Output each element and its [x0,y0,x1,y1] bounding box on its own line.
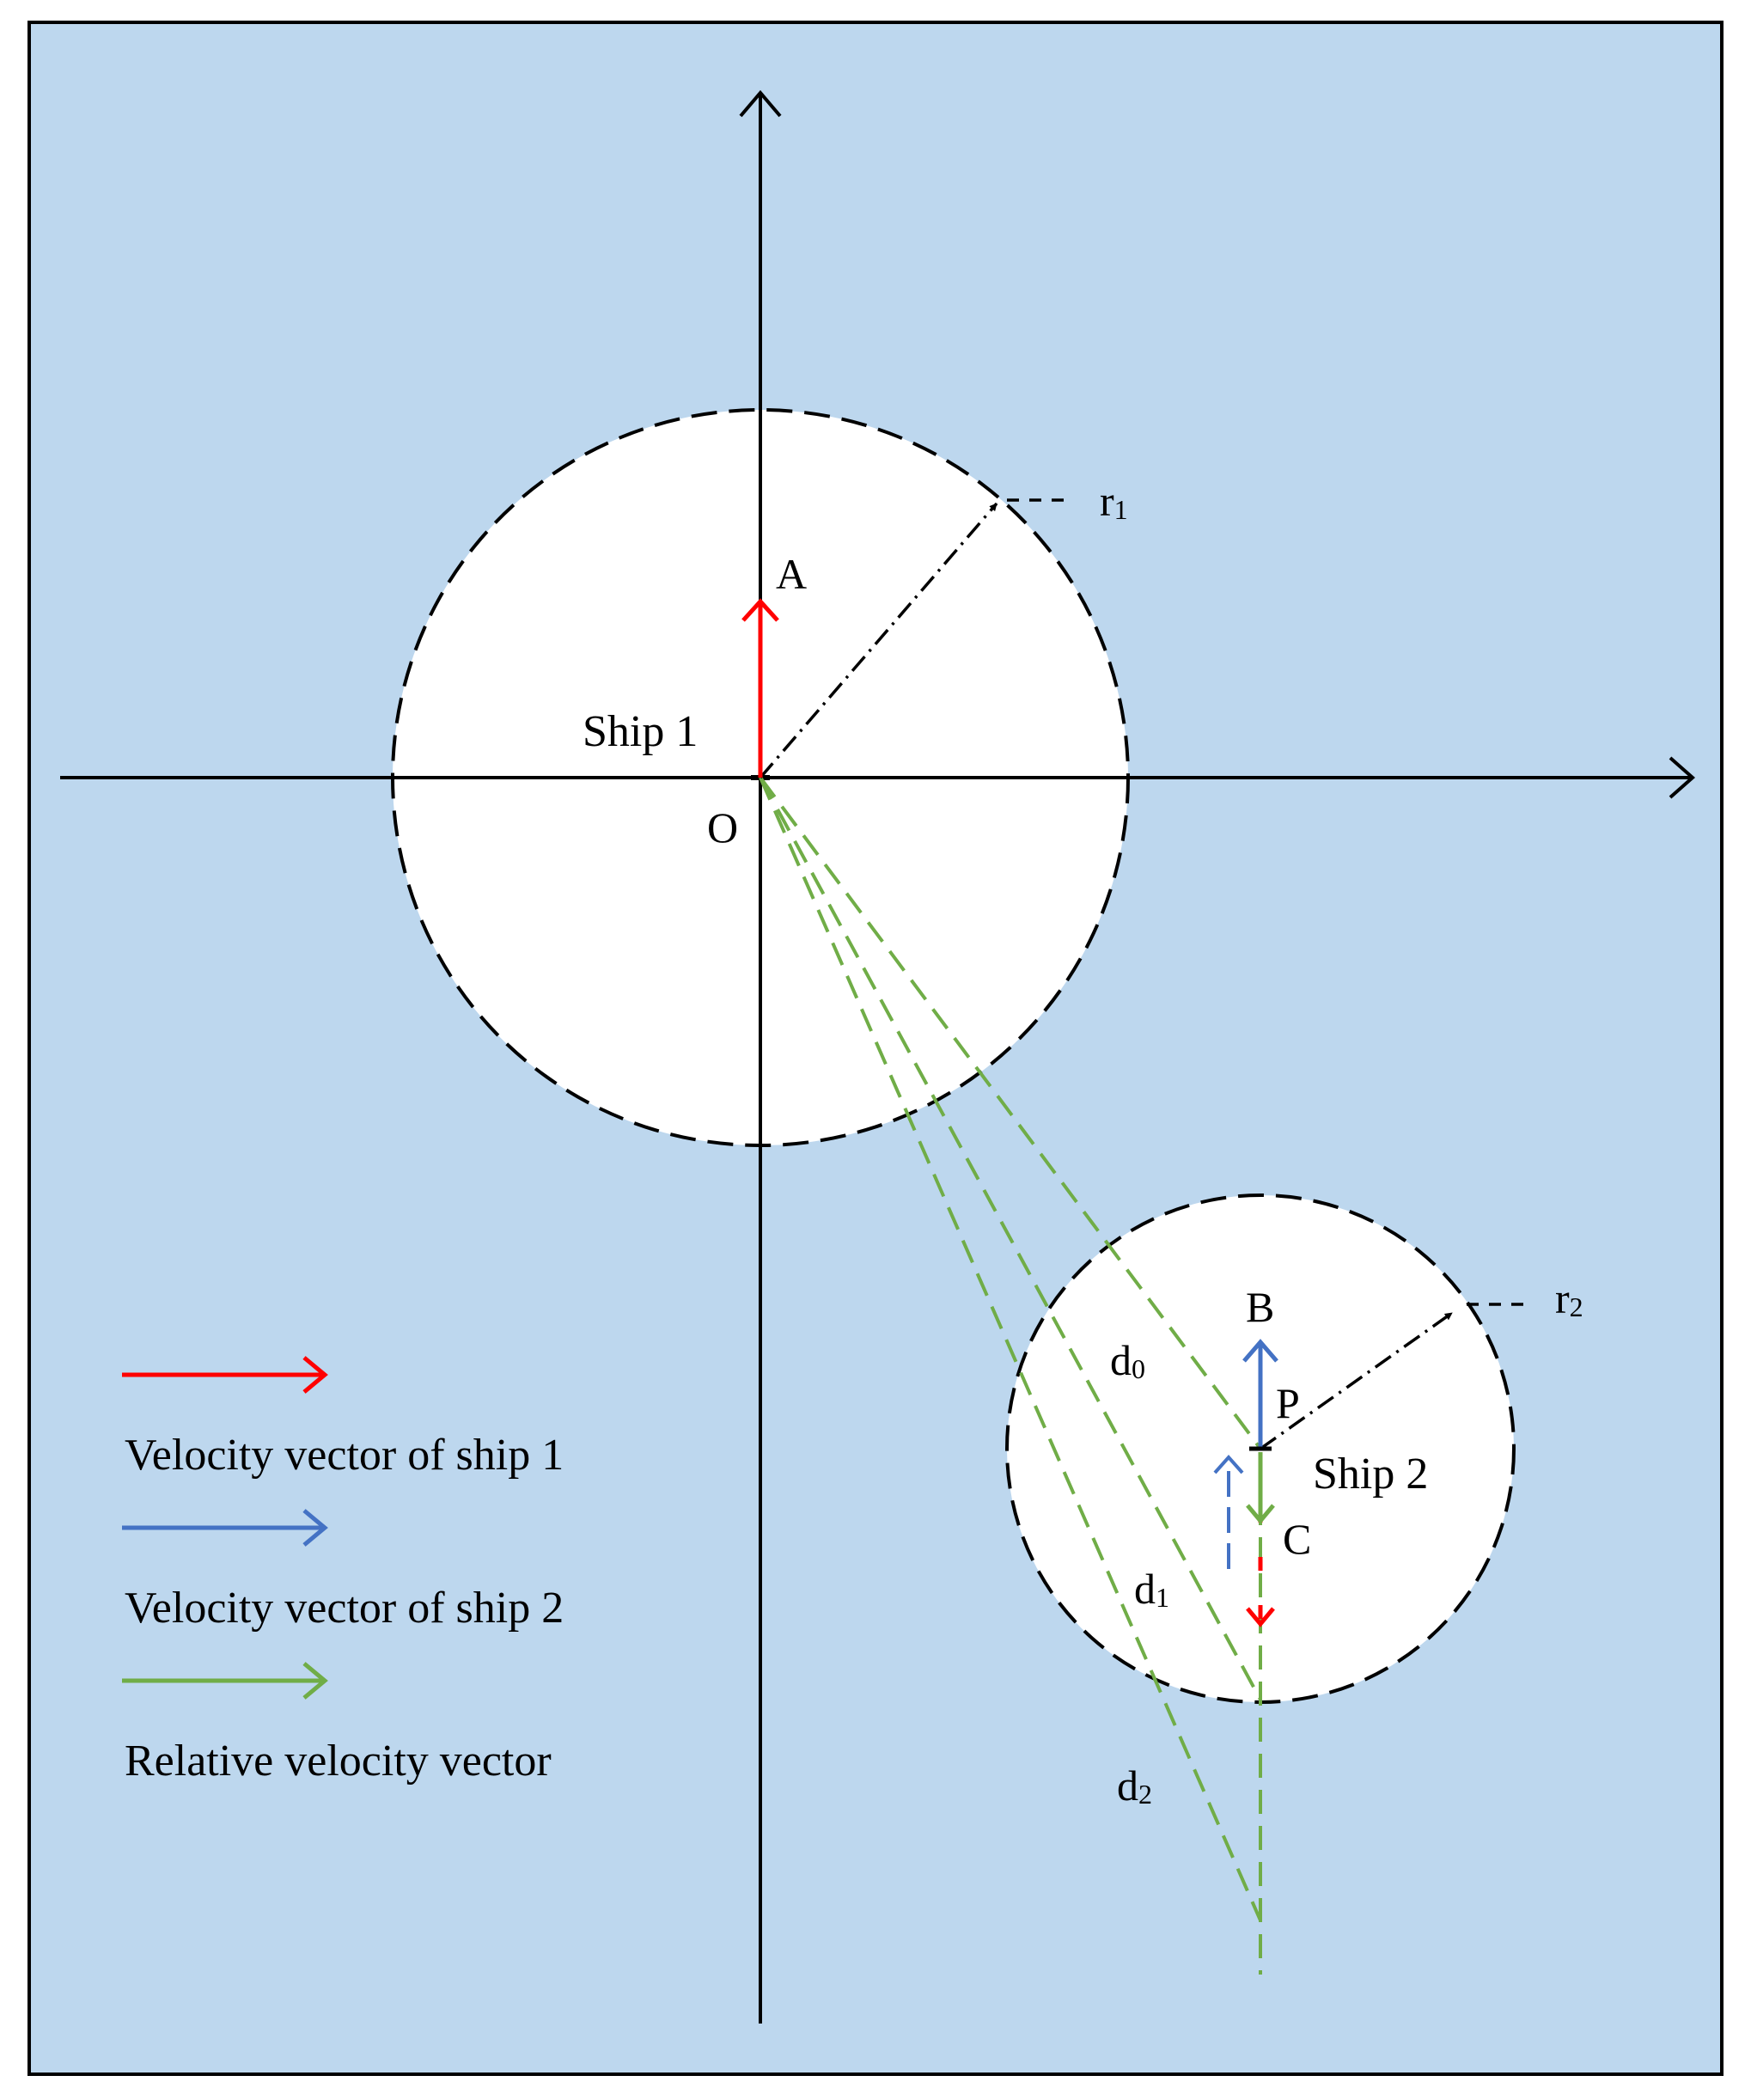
label-ship1: Ship 1 [583,707,698,756]
legend: Velocity vector of ship 1 Velocity vecto… [122,1356,564,1786]
relative-velocity-paths [759,776,1262,1975]
ship2-translated-arrowhead [1213,1454,1244,1474]
ship1-velocity-negated [1246,1461,1275,1627]
y-axis-arrowhead [739,89,782,118]
label-r1: r1 [1100,477,1128,525]
legend-blue-arrow [122,1509,328,1547]
label-d2: d2 [1117,1761,1152,1810]
legend-item-ship2: Velocity vector of ship 2 [122,1509,564,1633]
legend-green-arrow [122,1662,328,1700]
path-d1 [759,777,1262,1700]
label-c: C [1283,1515,1311,1563]
legend-item-relative: Relative velocity vector [122,1662,552,1786]
label-ship2: Ship 2 [1313,1450,1428,1499]
coordinate-axes [60,89,1696,2024]
legend-item-ship1: Velocity vector of ship 1 [122,1356,564,1480]
path-d2 [759,777,1262,1921]
legend-red-arrow [122,1356,328,1394]
label-p: P [1276,1379,1300,1427]
legend-label-relative: Relative velocity vector [125,1737,552,1786]
relative-velocity-vector [1246,1452,1275,1524]
ship1-velocity-arrowhead [741,598,779,622]
ship2-velocity-translated [1213,1454,1244,1569]
relative-velocity-arrowhead [1246,1504,1275,1524]
label-b: B [1246,1283,1274,1331]
ship2-velocity-vector [1242,1339,1278,1449]
legend-label-ship1: Velocity vector of ship 1 [125,1431,564,1480]
ship1-negated-arrowhead [1246,1607,1275,1627]
r1-radius-line [759,502,998,779]
ship1-velocity-vector [741,598,779,778]
label-r2: r2 [1555,1274,1583,1322]
label-o: O [707,803,738,852]
x-axis-arrowhead [1669,756,1696,799]
legend-label-ship2: Velocity vector of ship 2 [125,1584,564,1633]
ship2-velocity-arrowhead [1242,1339,1278,1363]
r2-radius-line [1259,1311,1454,1450]
label-a: A [776,550,807,598]
path-d0 [759,776,1262,1450]
label-d0: d0 [1110,1336,1145,1384]
label-d1: d1 [1134,1565,1169,1613]
